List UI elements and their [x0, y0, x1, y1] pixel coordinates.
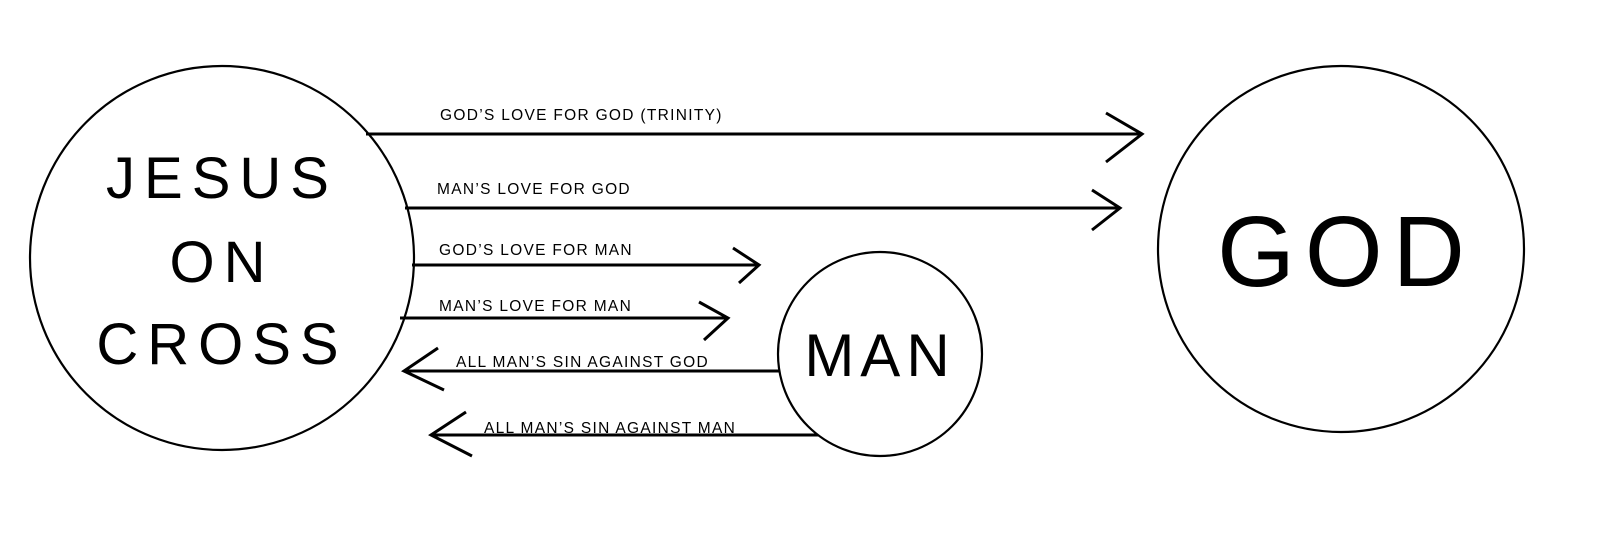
node-god-label: GOD [1217, 196, 1475, 308]
edge-gods-love-for-god: GOD’S LOVE FOR GOD (TRINITY) [366, 107, 1145, 164]
edge-mans-love-for-man: MAN’S LOVE FOR MAN [400, 298, 731, 342]
edge-mans-love-for-god: MAN’S LOVE FOR GOD [405, 181, 1123, 232]
edge-label: GOD’S LOVE FOR GOD (TRINITY) [440, 107, 723, 124]
node-jesus-on-cross: JESUS ON CROSS [28, 64, 416, 452]
node-jesus-line2: ON [170, 230, 275, 295]
edge-sin-against-god: ALL MAN’S SIN AGAINST GOD [400, 346, 790, 392]
arrow-head-right-icon [1105, 111, 1145, 164]
edge-sin-against-man: ALL MAN’S SIN AGAINST MAN [428, 410, 822, 458]
arrow-head-left-icon [400, 346, 445, 392]
arrow-head-left-icon [428, 410, 473, 458]
edge-label: MAN’S LOVE FOR GOD [437, 181, 631, 198]
edge-label: MAN’S LOVE FOR MAN [439, 298, 632, 315]
arrow-head-right-icon [1091, 188, 1123, 232]
node-god: GOD [1156, 64, 1526, 434]
node-jesus-line3: CROSS [96, 312, 347, 377]
node-god-circle [1156, 64, 1526, 434]
edge-label: ALL MAN’S SIN AGAINST MAN [484, 420, 736, 437]
arrow-head-right-icon [732, 246, 762, 285]
node-man-circle [776, 250, 984, 458]
node-man: MAN [776, 250, 984, 458]
node-man-label: MAN [804, 322, 955, 389]
node-jesus-line1: JESUS [106, 146, 338, 211]
arrow-head-right-icon [698, 300, 731, 342]
node-jesus-circle [28, 64, 416, 452]
edge-gods-love-for-man: GOD’S LOVE FOR MAN [412, 242, 762, 285]
edge-label: GOD’S LOVE FOR MAN [439, 242, 633, 259]
edge-label: ALL MAN’S SIN AGAINST GOD [456, 354, 709, 371]
